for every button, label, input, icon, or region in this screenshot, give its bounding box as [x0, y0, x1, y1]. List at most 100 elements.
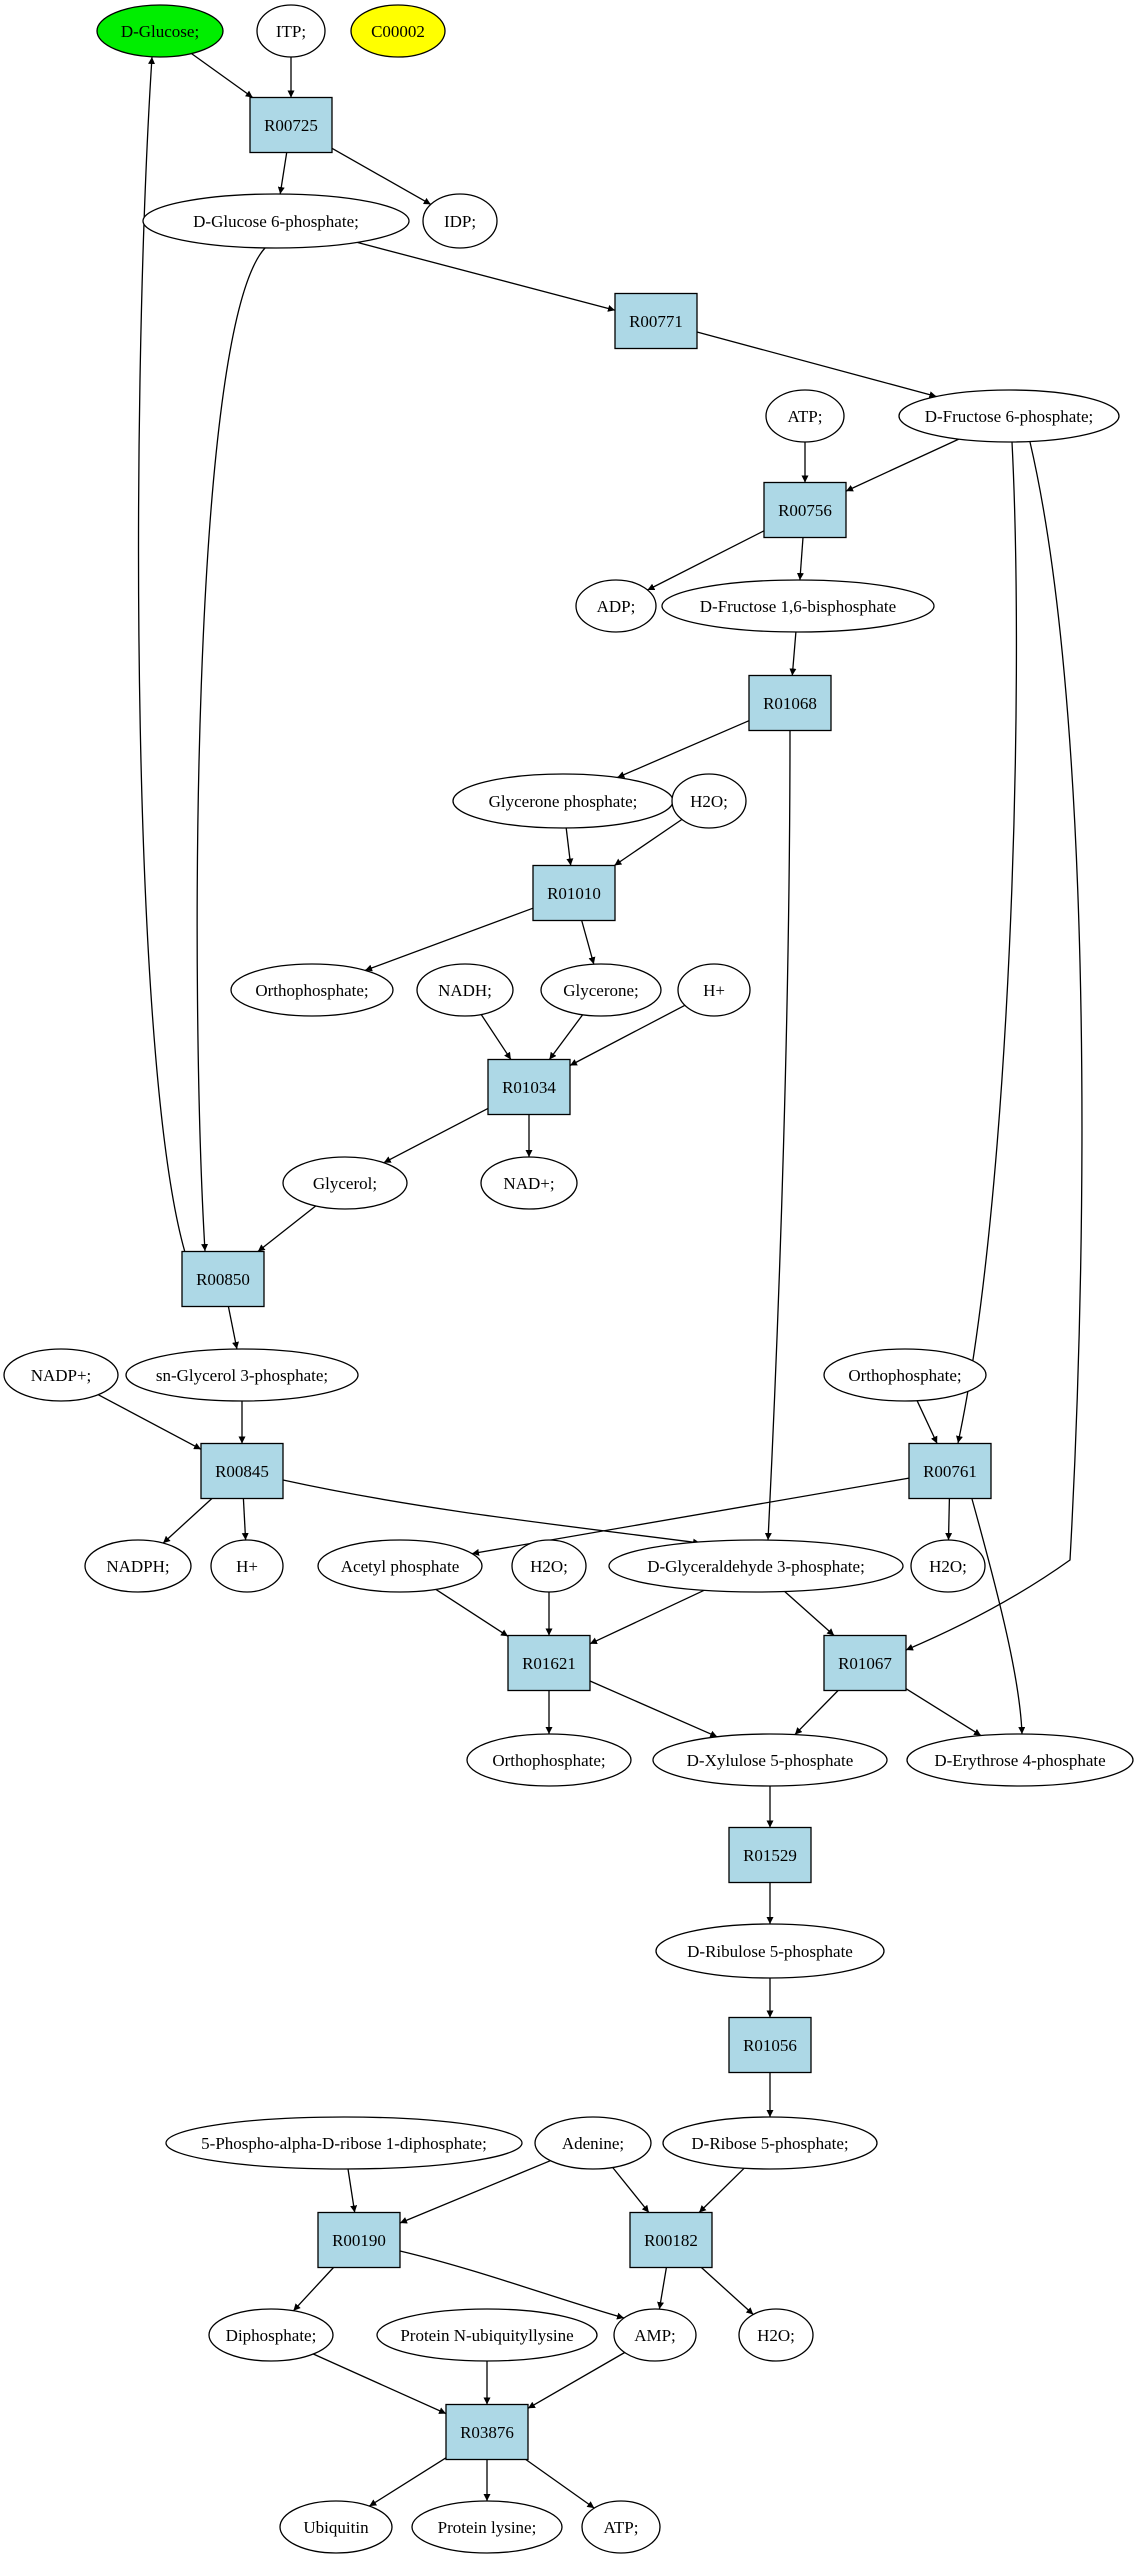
reaction-node-R01010[interactable]: R01010 [532, 864, 616, 922]
reaction-label: R00190 [332, 2231, 386, 2250]
compound-node-ortho2[interactable]: Orthophosphate; [823, 1348, 987, 1402]
reaction-node-R00771[interactable]: R00771 [614, 292, 698, 350]
compound-node-glycerone_p[interactable]: Glycerone phosphate; [452, 773, 674, 829]
compound-ellipse [655, 1923, 885, 1979]
compound-node-protein_nub[interactable]: Protein N-ubiquityllysine [376, 2308, 598, 2362]
compound-label: Glycerol; [313, 1174, 377, 1193]
compound-ellipse [279, 2500, 393, 2554]
edge-h2o1-to-R01010 [614, 818, 683, 867]
reaction-node-R01056[interactable]: R01056 [728, 2016, 812, 2074]
compound-node-glycerol[interactable]: Glycerol; [282, 1156, 408, 1210]
reaction-node-R00190[interactable]: R00190 [317, 2211, 401, 2269]
compound-node-nadplus[interactable]: NAD+; [480, 1156, 578, 1210]
edge-R00761-to-e4p [971, 1498, 1026, 1735]
reaction-label: R01067 [838, 1654, 892, 1673]
compound-ellipse [652, 1733, 888, 1787]
compound-node-nadh[interactable]: NADH; [416, 963, 514, 1017]
compound-node-glycerone[interactable]: Glycerone; [540, 963, 662, 1017]
compound-node-acetylp[interactable]: Acetyl phosphate [317, 1539, 483, 1593]
reaction-node-R00761[interactable]: R00761 [908, 1442, 992, 1500]
compound-node-ortho1[interactable]: Orthophosphate; [230, 963, 394, 1017]
reaction-node-R01067[interactable]: R01067 [823, 1634, 907, 1692]
edge-glycerone_p-to-R01010 [565, 827, 574, 866]
edge-R00845-to-g3p [282, 1479, 701, 1546]
compound-label: D-Ribose 5-phosphate; [691, 2134, 848, 2153]
compound-label: H2O; [690, 792, 728, 811]
compound-label: Ubiquitin [303, 2518, 369, 2537]
edge-acetylp-to-R01621 [435, 1588, 509, 1637]
compound-node-ru5p[interactable]: D-Ribulose 5-phosphate [655, 1923, 885, 1979]
reaction-label: R01034 [502, 1078, 556, 1097]
reaction-box [445, 2403, 529, 2461]
compound-ellipse [823, 1348, 987, 1402]
compound-label: Orthophosphate; [848, 1366, 961, 1385]
compound-node-ortho3[interactable]: Orthophosphate; [466, 1733, 632, 1787]
compound-node-atp1[interactable]: ATP; [765, 389, 845, 443]
edge-glycerone-to-R01034 [548, 1014, 584, 1060]
compound-node-adenine[interactable]: Adenine; [534, 2116, 652, 2170]
compound-node-r5p[interactable]: D-Ribose 5-phosphate; [662, 2116, 878, 2170]
reaction-node-R03876[interactable]: R03876 [445, 2403, 529, 2461]
reaction-node-R00845[interactable]: R00845 [200, 1442, 284, 1500]
reaction-node-R00725[interactable]: R00725 [249, 96, 333, 154]
compound-node-sng3p[interactable]: sn-Glycerol 3-phosphate; [125, 1348, 359, 1402]
compound-node-c00002[interactable]: C00002 [350, 4, 446, 58]
compound-node-x5p[interactable]: D-Xylulose 5-phosphate [652, 1733, 888, 1787]
compound-node-nadph[interactable]: NADPH; [84, 1539, 192, 1593]
compound-node-f16bp[interactable]: D-Fructose 1,6-bisphosphate [661, 579, 935, 633]
compound-label: ITP; [276, 22, 306, 41]
compound-label: Orthophosphate; [255, 981, 368, 1000]
reaction-node-R01068[interactable]: R01068 [748, 674, 832, 732]
compound-label: NADH; [438, 981, 492, 1000]
compound-node-amp[interactable]: AMP; [613, 2308, 697, 2362]
edge-nadh-to-R01034 [480, 1014, 512, 1060]
reaction-label: R00761 [923, 1462, 977, 1481]
edge-glucose-to-R00725 [191, 52, 254, 99]
compound-node-f6p[interactable]: D-Fructose 6-phosphate; [898, 389, 1120, 443]
edge-g6p-to-R00771 [357, 241, 616, 312]
compound-ellipse [765, 389, 845, 443]
compound-node-ubiquitin[interactable]: Ubiquitin [279, 2500, 393, 2554]
compound-ellipse [906, 1733, 1134, 1787]
reaction-node-R00182[interactable]: R00182 [629, 2211, 713, 2269]
compound-ellipse [210, 1539, 284, 1593]
reaction-box [317, 2211, 401, 2269]
compound-ellipse [96, 4, 224, 58]
reaction-node-R00756[interactable]: R00756 [763, 481, 847, 539]
compound-node-idp[interactable]: IDP; [422, 193, 498, 249]
compound-node-prpp[interactable]: 5-Phospho-alpha-D-ribose 1-diphosphate; [165, 2116, 523, 2170]
edge-f6p-to-R00761 [956, 441, 1018, 1444]
compound-node-protein_lys[interactable]: Protein lysine; [411, 2500, 563, 2554]
edge-g3p-to-R01067 [784, 1591, 835, 1636]
compound-node-h2o3[interactable]: H2O; [910, 1539, 986, 1593]
compound-label: D-Glyceraldehyde 3-phosphate; [647, 1557, 865, 1576]
compound-node-atp2[interactable]: ATP; [581, 2500, 661, 2554]
reaction-box [532, 864, 616, 922]
compound-label: H+ [703, 981, 725, 1000]
compound-label: H+ [236, 1557, 258, 1576]
compound-node-hplus2[interactable]: H+ [210, 1539, 284, 1593]
compound-node-g6p[interactable]: D-Glucose 6-phosphate; [142, 193, 410, 249]
compound-label: Protein lysine; [438, 2518, 537, 2537]
compound-node-hplus1[interactable]: H+ [677, 963, 751, 1017]
compound-node-g3p[interactable]: D-Glyceraldehyde 3-phosphate; [608, 1539, 904, 1593]
edge-R00182-to-h2o4 [700, 2267, 754, 2315]
compound-node-h2o2[interactable]: H2O; [511, 1539, 587, 1593]
edge-glycerol-to-R00850 [257, 1205, 317, 1253]
compound-node-nadpplus[interactable]: NADP+; [3, 1348, 119, 1402]
edge-R01010-to-ortho1 [364, 907, 534, 972]
compound-node-diphosphate[interactable]: Diphosphate; [208, 2308, 334, 2362]
reaction-box [728, 1826, 812, 1884]
compound-node-e4p[interactable]: D-Erythrose 4-phosphate [906, 1733, 1134, 1787]
compound-node-h2o1[interactable]: H2O; [671, 773, 747, 829]
reaction-node-R00850[interactable]: R00850 [181, 1250, 265, 1308]
edge-R00761-to-h2o3 [945, 1498, 953, 1541]
compound-node-h2o4[interactable]: H2O; [738, 2308, 814, 2362]
reaction-node-R01621[interactable]: R01621 [507, 1634, 591, 1692]
compound-node-adp[interactable]: ADP; [575, 579, 657, 633]
reaction-node-R01529[interactable]: R01529 [728, 1826, 812, 1884]
compound-node-glucose[interactable]: D-Glucose; [96, 4, 224, 58]
reaction-node-R01034[interactable]: R01034 [487, 1058, 571, 1116]
edge-R00182-to-amp [657, 2267, 668, 2310]
compound-node-itp[interactable]: ITP; [256, 4, 326, 58]
